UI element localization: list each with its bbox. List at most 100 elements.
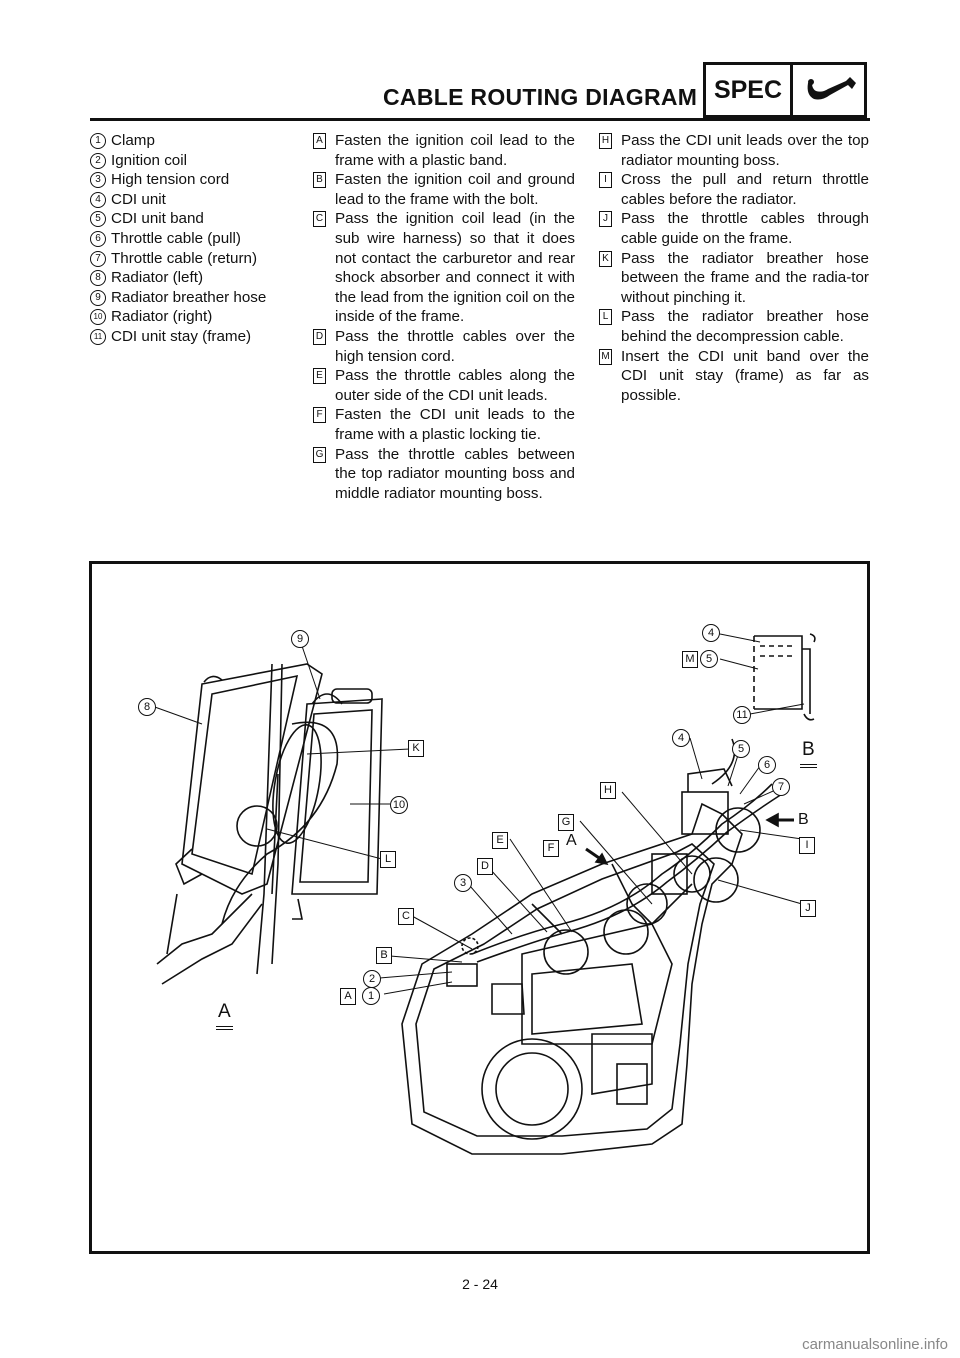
- instruction-key: K: [599, 250, 612, 267]
- instruction-key: H: [599, 133, 612, 149]
- callout-5-inset: 5: [700, 650, 718, 668]
- part-label: CDI unit stay (frame): [111, 327, 252, 345]
- instruction-text: Pass the radiator breather hose between …: [621, 249, 869, 306]
- instruction-text: Fasten the CDI unit leads to the frame w…: [335, 406, 575, 443]
- instruction-item: E Pass the throttle cables along the oute…: [313, 366, 575, 405]
- instruction-text: Pass the throttle cables between the top…: [335, 445, 575, 502]
- part-number: 4: [90, 191, 106, 208]
- instructions-list-2: H Pass the CDI unit leads over the top ra…: [599, 131, 869, 405]
- part-label: Ignition coil: [111, 151, 187, 169]
- header-rule: [90, 118, 870, 121]
- instruction-key: E: [313, 368, 326, 385]
- part-number: 1: [90, 133, 106, 149]
- instruction-text: Pass the throttle cables over the high t…: [335, 327, 575, 365]
- callout-key-K: K: [408, 740, 424, 757]
- part-label: Throttle cable (pull): [111, 229, 241, 247]
- instruction-item: G Pass the throttle cables between the to…: [313, 445, 575, 504]
- engine-drawing: [481, 983, 653, 1140]
- instruction-text: Insert the CDI unit band over the CDI un…: [621, 347, 869, 404]
- part-item: 2 Ignition coil: [90, 151, 290, 171]
- part-item: 9 Radiator breather hose: [90, 288, 290, 308]
- instruction-item: C Pass the ignition coil lead (in the sub…: [313, 209, 575, 327]
- instruction-key: G: [313, 446, 326, 463]
- instruction-text: Pass the throttle cables through cable g…: [621, 210, 869, 247]
- instruction-item: A Fasten the ignition coil lead to the fr…: [313, 131, 575, 170]
- callout-11: 11: [733, 706, 751, 724]
- instruction-item: B Fasten the ignition coil and ground lea…: [313, 170, 575, 209]
- part-label: High tension cord: [111, 171, 230, 189]
- callout-key-F: F: [543, 840, 559, 857]
- spec-box: SPEC: [703, 62, 867, 118]
- instruction-key: J: [599, 211, 612, 228]
- frame-lines-a: [156, 663, 283, 985]
- part-number: 5: [90, 211, 106, 228]
- callout-5: 5: [732, 740, 750, 758]
- diagram-drawing: [151, 633, 816, 1155]
- part-number: 7: [90, 250, 106, 267]
- part-label: Radiator (left): [111, 269, 204, 287]
- part-number: 8: [90, 270, 106, 287]
- spec-label: SPEC: [706, 65, 793, 115]
- part-item: 10 Radiator (right): [90, 307, 290, 327]
- callout-7: 7: [772, 778, 790, 796]
- instruction-item: L Pass the radiator breather hose behind …: [599, 307, 869, 346]
- callout-key-A: A: [340, 988, 356, 1005]
- part-number: 11: [90, 328, 106, 345]
- callout-4: 4: [672, 729, 690, 747]
- instruction-item: D Pass the throttle cables over the high …: [313, 327, 575, 366]
- view-label-a: A: [216, 1001, 233, 1030]
- part-number: 2: [90, 152, 106, 169]
- instruction-text: Pass the CDI unit leads over the top rad…: [621, 132, 869, 169]
- part-item: 4 CDI unit: [90, 190, 290, 210]
- part-label: CDI unit: [111, 190, 166, 208]
- instruction-key: A: [313, 133, 326, 149]
- arrow-label-b: B: [798, 811, 809, 828]
- instructions-list-1: A Fasten the ignition coil lead to the fr…: [313, 131, 575, 503]
- watermark: carmanualsonline.info: [802, 1336, 948, 1353]
- part-label: Clamp: [111, 132, 155, 149]
- callout-4-inset: 4: [702, 624, 720, 642]
- instruction-key: F: [313, 407, 326, 424]
- instruction-item: J Pass the throttle cables through cable …: [599, 209, 869, 248]
- instruction-text: Cross the pull and return throttle cable…: [621, 171, 869, 208]
- part-item: 8 Radiator (left): [90, 268, 290, 288]
- arrow-label-a: A: [566, 832, 577, 849]
- instruction-text: Pass the throttle cables along the outer…: [335, 367, 575, 404]
- callout-key-L: L: [380, 851, 396, 868]
- part-label: Radiator breather hose: [111, 288, 267, 306]
- instruction-item: H Pass the CDI unit leads over the top ra…: [599, 131, 869, 170]
- callout-9: 9: [291, 630, 309, 648]
- view-label-b: B: [800, 739, 817, 768]
- page-number: 2 - 24: [462, 1276, 498, 1292]
- instruction-item: M Insert the CDI unit band over the CDI u…: [599, 347, 869, 406]
- instruction-key: D: [313, 328, 326, 345]
- callout-3: 3: [454, 874, 472, 892]
- instruction-key: B: [313, 172, 326, 189]
- instruction-key: C: [313, 211, 326, 228]
- instruction-text: Pass the radiator breather hose behind t…: [621, 308, 869, 345]
- instruction-text: Pass the ignition coil lead (in the sub …: [335, 210, 575, 326]
- callout-key-M: M: [682, 651, 698, 668]
- part-item: 1 Clamp: [90, 131, 290, 151]
- instruction-key: I: [599, 172, 612, 189]
- callout-2: 2: [363, 970, 381, 988]
- instruction-item: F Fasten the CDI unit leads to the frame …: [313, 405, 575, 444]
- instruction-text: Fasten the ignition coil lead to the fra…: [335, 132, 575, 169]
- instruction-text: Fasten the ignition coil and ground lead…: [335, 171, 575, 208]
- instruction-key: L: [599, 309, 612, 326]
- callout-key-C: C: [398, 908, 414, 925]
- callout-10: 10: [390, 796, 408, 814]
- callout-key-D: D: [477, 858, 493, 875]
- callout-6: 6: [758, 756, 776, 774]
- callout-key-E: E: [492, 832, 508, 849]
- instruction-key: M: [599, 348, 612, 365]
- part-label: Radiator (right): [111, 308, 213, 326]
- part-number: 9: [90, 289, 106, 306]
- callout-key-H: H: [600, 782, 616, 799]
- part-number: 10: [90, 309, 106, 326]
- cdi-stay-drawing: [753, 633, 816, 721]
